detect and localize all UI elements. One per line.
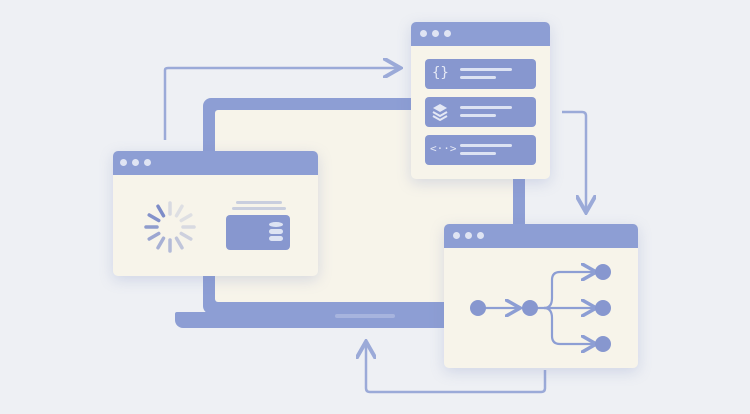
arrow-top-to-bottom <box>562 110 586 210</box>
api-card[interactable]: <··> <box>425 135 536 165</box>
window-dot <box>120 159 127 166</box>
window-dot <box>432 30 439 37</box>
window-dot <box>144 159 151 166</box>
spinner-tick <box>174 204 184 218</box>
window-dot <box>453 232 460 239</box>
flow-node <box>470 300 486 316</box>
spinner-tick <box>179 231 193 241</box>
window-dot <box>465 232 472 239</box>
flow-node <box>595 264 611 280</box>
laptop-notch <box>335 314 395 318</box>
flow-window <box>444 224 638 368</box>
window-dot <box>132 159 139 166</box>
flow-diagram-icon <box>470 224 611 368</box>
window-dot <box>477 232 484 239</box>
laptop-base <box>175 312 475 328</box>
api-brackets-icon: <··> <box>430 142 457 155</box>
spinner-tick <box>174 236 184 250</box>
services-window: {} <··> <box>411 22 550 179</box>
title-bar <box>113 151 318 175</box>
arrow-bottom-loop <box>366 344 547 394</box>
title-bar <box>411 22 550 46</box>
flow-node <box>595 336 611 352</box>
loading-spinner-icon <box>144 201 196 253</box>
arrow-left-to-top <box>163 68 398 140</box>
window-dot <box>420 30 427 37</box>
code-braces-icon: {} <box>432 65 449 81</box>
title-bar <box>444 224 638 248</box>
flow-node <box>595 300 611 316</box>
loading-window <box>113 151 318 276</box>
flow-node <box>522 300 538 316</box>
spinner-tick <box>179 213 193 223</box>
layers-card[interactable] <box>425 97 536 127</box>
spinner-tick <box>147 231 161 241</box>
spinner-tick <box>156 204 166 218</box>
spinner-tick <box>156 236 166 250</box>
spinner-tick <box>147 213 161 223</box>
layers-icon <box>432 104 448 122</box>
code-card[interactable]: {} <box>425 59 536 89</box>
window-dot <box>444 30 451 37</box>
database-icon <box>226 188 290 250</box>
